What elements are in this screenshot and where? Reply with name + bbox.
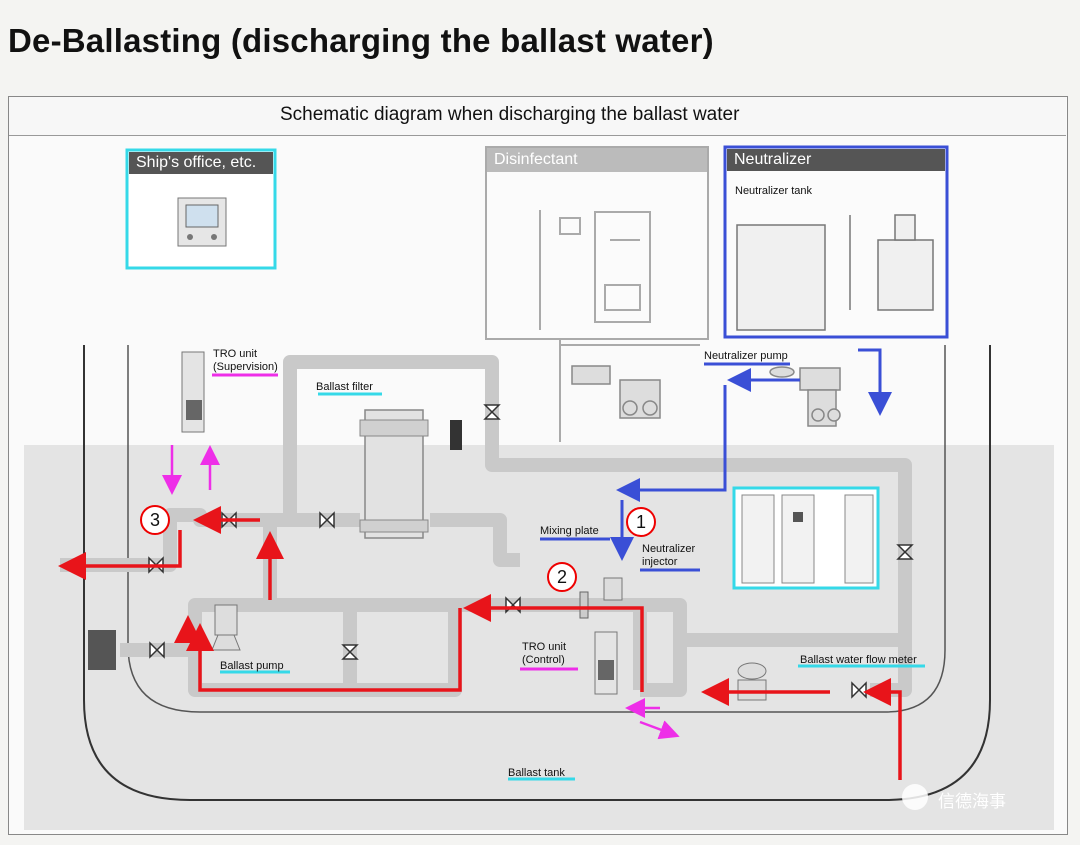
- disinfectant-pump-skid: [571, 365, 661, 419]
- step-3-marker: 3: [140, 505, 170, 535]
- ballast-tank-label: Ballast tank: [508, 767, 565, 779]
- page-title: De-Ballasting (discharging the ballast w…: [8, 22, 714, 59]
- ballast-tank-outline: [127, 345, 946, 713]
- tro-unit-supervision-label: TRO unit (Supervision): [213, 348, 278, 373]
- ballast-pump: [214, 604, 238, 636]
- step-2-marker: 2: [547, 562, 577, 592]
- mixing-plate-label: Mixing plate: [540, 525, 599, 537]
- neutralizer-pump-label: Neutralizer pump: [704, 350, 788, 362]
- hull-outline: [83, 345, 991, 801]
- ballast-water-flow-meter-label: Ballast water flow meter: [800, 654, 917, 666]
- diagram-header: [9, 97, 1066, 136]
- label-underlines: [212, 362, 925, 781]
- flow-meter: [737, 662, 767, 680]
- ships-office-label: Ship's office, etc.: [136, 154, 257, 171]
- discharge-flow-arrows: [58, 506, 902, 780]
- neutralizer-header: [727, 149, 945, 171]
- neutralizer-tank-label: Neutralizer tank: [735, 185, 813, 197]
- ships-office-header: [129, 152, 273, 174]
- neutralizer-equipment: [736, 214, 934, 331]
- mixing-plate: [579, 591, 589, 619]
- neutralizer-label: Neutralizer: [734, 151, 812, 168]
- watermark-text: 信德海事: [938, 792, 1006, 811]
- neutralizer-flow-arrows: [610, 348, 892, 561]
- disinfectant-equipment: [539, 210, 651, 330]
- step-1-marker: 1: [626, 507, 656, 537]
- tro-unit-control-label: TRO unit (Control): [522, 641, 567, 666]
- disinfectant-box: [485, 146, 709, 340]
- ballast-pump-label: Ballast pump: [220, 660, 284, 672]
- ballast-filter-label: Ballast filter: [316, 381, 373, 393]
- disinfectant-header: [487, 148, 707, 172]
- neutralizer-pump-skid: [769, 366, 841, 427]
- neutralizer-injector-label: Neutralizer injector: [642, 543, 696, 568]
- tro-sampling-arrows: [162, 445, 680, 740]
- diagram-title: Schematic diagram when discharging the b…: [280, 104, 740, 125]
- disinfectant-label: Disinfectant: [494, 151, 578, 168]
- neutralizer-injector: [603, 577, 623, 601]
- filter-motor: [450, 420, 462, 450]
- sea-chest: [88, 630, 116, 670]
- watermark-icon: [902, 784, 928, 810]
